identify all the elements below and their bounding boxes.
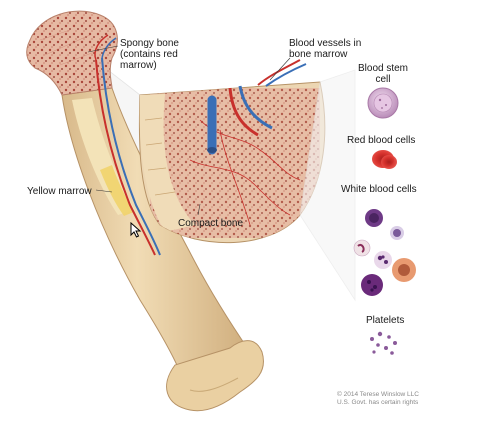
white-blood-cells-graphic (353, 209, 416, 296)
platelets-graphic (370, 331, 397, 355)
mouse-pointer-icon (130, 222, 142, 238)
femur-blood-vessels (94, 34, 161, 256)
blood-stem-cell-line-1: Blood stem (357, 63, 409, 74)
spongy-bone-line-3: marrow) (120, 60, 157, 71)
credit-line-1: © 2014 Terese Winslow LLC (337, 391, 419, 398)
spongy-bone-label: Spongy bone (contains red marrow) (120, 38, 179, 71)
yellow-marrow-label: Yellow marrow (27, 186, 92, 197)
spongy-bone-line-2: (contains red (120, 49, 178, 60)
red-blood-cells-graphic (372, 150, 397, 169)
blood-vessels-label: Blood vessels in bone marrow (289, 38, 361, 60)
cell-projection (299, 69, 356, 302)
blood-stem-cell-label: Blood stem cell (356, 63, 410, 85)
spongy-bone-line-1: Spongy bone (120, 38, 179, 49)
platelets-label: Platelets (366, 315, 405, 326)
copyright-credit: © 2014 Terese Winslow LLC U.S. Govt. has… (337, 391, 419, 406)
white-blood-cells-label: White blood cells (341, 184, 417, 195)
credit-line-2: U.S. Govt. has certain rights (337, 398, 419, 406)
leader-lines (87, 45, 291, 216)
blood-stem-cell-line-2: cell (375, 74, 391, 85)
bone-cross-section (138, 59, 326, 244)
femur-bone (26, 10, 264, 412)
compact-bone-label: Compact bone (178, 218, 244, 229)
red-blood-cells-label: Red blood cells (347, 135, 416, 146)
blood-vessels-line-1: Blood vessels in (289, 38, 362, 49)
blood-stem-cell-graphic (367, 87, 399, 119)
blood-vessels-line-2: bone marrow (289, 49, 348, 60)
